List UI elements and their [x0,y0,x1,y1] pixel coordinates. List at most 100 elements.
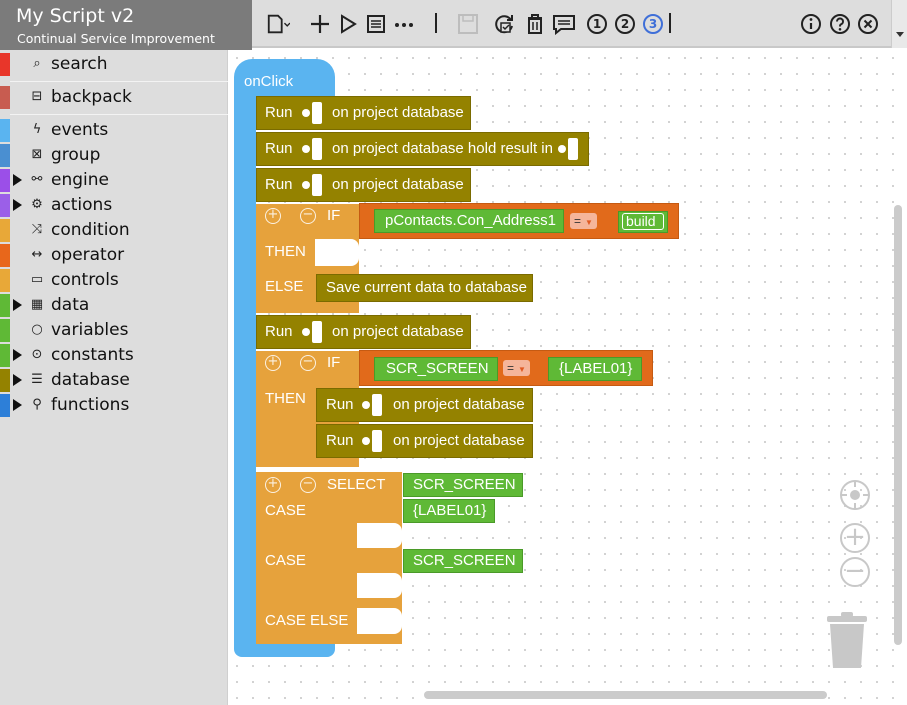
else-label: ELSE [265,278,304,295]
sidebar-item-label: engine [51,170,109,190]
new-document-icon[interactable] [266,12,290,36]
expand-arrow-icon[interactable] [13,374,22,386]
category-color-stripe [0,86,10,109]
sidebar-item-backpack[interactable]: ⊟backpack [0,85,228,110]
case-label: CASE [265,552,306,569]
run-input-slot[interactable] [372,394,382,416]
case-value-block[interactable] [403,549,523,573]
sidebar-item-functions[interactable]: ⚲functions [0,393,228,418]
run-block[interactable] [316,388,533,422]
value-text: build [626,213,656,229]
sidebar-item-label: actions [51,195,113,215]
recenter-icon[interactable] [840,480,870,510]
sidebar-item-actions[interactable]: ⚙ actions [0,193,228,218]
category-color-stripe [0,144,10,167]
step-1-icon[interactable]: 1 [585,12,609,36]
group-icon: ⊠ [31,147,43,162]
close-icon[interactable] [856,12,880,36]
toolbar: 1 2 3 [252,0,907,48]
remove-branch-icon[interactable]: − [300,208,316,224]
run-block[interactable] [256,315,471,349]
run-input-slot[interactable] [312,321,322,343]
add-case-icon[interactable]: + [265,477,281,493]
slot-notch [302,109,310,117]
add-branch-icon[interactable]: + [265,355,281,371]
value-block[interactable] [548,357,642,381]
remove-case-icon[interactable]: − [300,477,316,493]
case-value: {LABEL01} [413,502,487,519]
expand-arrow-icon[interactable] [13,399,22,411]
then-statement-slot[interactable] [315,239,359,266]
delete-icon[interactable] [523,12,547,36]
step-2-icon[interactable]: 2 [613,12,637,36]
add-branch-icon[interactable]: + [265,208,281,224]
operator-dropdown[interactable]: =▼ [570,213,597,229]
save-data-block[interactable] [316,274,533,302]
sidebar-item-variables[interactable]: ○variables [0,318,228,343]
category-color-stripe [0,194,10,217]
select-variable-name: SCR_SCREEN [413,476,516,493]
list-icon[interactable] [364,12,388,36]
sidebar-item-constants[interactable]: ⊙constants [0,343,228,368]
run-icon[interactable] [336,12,360,36]
run-input-slot[interactable] [312,174,322,196]
run-block[interactable] [316,424,533,458]
add-icon[interactable] [308,12,332,36]
sidebar-item-search[interactable]: ⌕search [0,52,228,77]
case-else-statement-slot[interactable] [357,608,402,634]
value-field[interactable] [622,213,664,230]
remove-branch-icon[interactable]: − [300,355,316,371]
operator-dropdown[interactable]: =▼ [503,360,530,376]
horizontal-scrollbar[interactable] [424,691,827,699]
sidebar-item-group[interactable]: ⊠group [0,143,228,168]
run-label: Run [326,432,354,449]
sidebar-item-controls[interactable]: ▭controls [0,268,228,293]
gear-icon: ⚙ [31,197,43,212]
dropdown-arrow-icon: ▼ [585,218,593,227]
run-input-slot[interactable] [312,138,322,160]
expand-arrow-icon[interactable] [13,174,22,186]
sidebar-item-condition[interactable]: ⤨condition [0,218,228,243]
slot-notch [302,145,310,153]
onclick-hat-block[interactable] [234,59,335,99]
run-label: Run [265,323,293,340]
toolbar-separator [669,13,671,33]
expand-arrow-icon[interactable] [13,199,22,211]
variable-block[interactable] [374,357,498,381]
vertical-scrollbar[interactable] [894,205,902,645]
run-block[interactable] [256,96,471,130]
select-variable-block[interactable] [403,473,523,497]
refresh-check-icon[interactable] [492,12,516,36]
comment-icon[interactable] [552,12,576,36]
run-input-slot[interactable] [372,430,382,452]
variable-block[interactable] [374,209,564,233]
trash-icon[interactable] [825,612,869,670]
toolbar-scroll-button[interactable] [891,0,907,48]
case-statement-slot[interactable] [357,523,402,548]
info-icon[interactable] [799,12,823,36]
case-value-block[interactable] [403,499,495,523]
sidebar-item-database[interactable]: ☰database [0,368,228,393]
sidebar-item-operator[interactable]: ↔operator [0,243,228,268]
expand-arrow-icon[interactable] [13,349,22,361]
value-block[interactable] [618,211,668,233]
step-3-icon[interactable]: 3 [641,12,665,36]
sidebar-item-data[interactable]: ▦data [0,293,228,318]
run-block[interactable] [256,168,471,202]
run-text: on project database hold result in [332,140,553,157]
run-input-slot[interactable] [312,102,322,124]
zoom-in-icon[interactable]: + [840,523,870,553]
onclick-hat-footer [234,643,335,657]
hold-result-slot[interactable] [568,138,578,160]
help-icon[interactable] [828,12,852,36]
more-icon[interactable] [392,12,416,36]
expand-arrow-icon[interactable] [13,299,22,311]
save-icon[interactable] [456,12,480,36]
sidebar-item-label: controls [51,270,119,290]
sidebar-item-engine[interactable]: ⚯engine [0,168,228,193]
run-block[interactable] [256,132,589,166]
table-icon: ▦ [30,297,44,312]
zoom-out-icon[interactable]: − [840,557,870,587]
case-statement-slot[interactable] [357,573,402,598]
